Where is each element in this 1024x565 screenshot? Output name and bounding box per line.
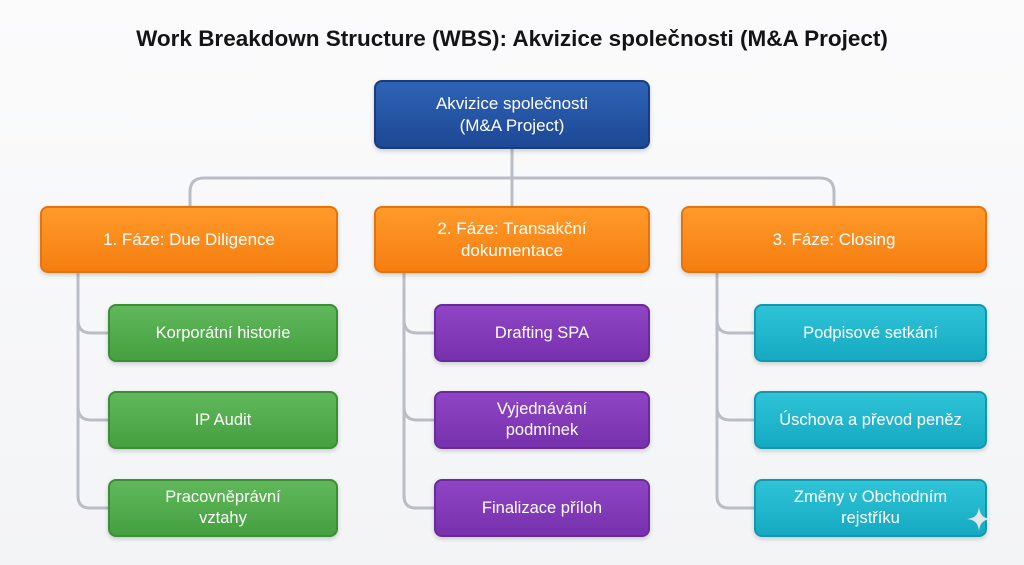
task-node-3-1: Podpisové setkání (754, 304, 987, 362)
connector-col3-spine (715, 271, 756, 510)
task-1-3-line1: Pracovněprávní (165, 488, 281, 507)
phase-node-3: 3. Fáze: Closing (681, 206, 987, 273)
phase-3-line1: 3. Fáze: Closing (772, 229, 896, 249)
task-node-1-3: Pracovněprávní vztahy (108, 479, 338, 537)
phase-node-1: 1. Fáze: Due Diligence (40, 206, 338, 273)
task-node-3-2: Úschova a převod peněz (754, 391, 987, 449)
phase-node-2: 2. Fáze: Transakční dokumentace (374, 206, 650, 273)
task-node-3-3: Změny v Obchodním rejstříku (754, 479, 987, 537)
sparkle-icon (966, 506, 992, 532)
task-node-2-1: Drafting SPA (434, 304, 650, 362)
root-line2: (M&A Project) (459, 115, 565, 135)
task-3-3-line1: Změny v Obchodním (793, 488, 948, 507)
task-1-3-line2: vztahy (199, 509, 247, 527)
task-3-2-line1: Úschova a převod peněz (779, 410, 962, 429)
task-2-2-line2: podmínek (505, 421, 579, 439)
task-2-1-line1: Drafting SPA (494, 323, 590, 342)
connector-col1-task1 (76, 318, 110, 335)
connector-col3-task1 (715, 318, 756, 335)
task-3-3-line2: rejstříku (841, 509, 900, 527)
task-2-2-line1: Vyjednávání (496, 400, 588, 419)
connector-col1-spine (76, 271, 110, 510)
root-node: Akvizice společnosti (M&A Project) (374, 80, 650, 149)
task-3-1-line1: Podpisové setkání (803, 323, 938, 342)
phase-2-line2: dokumentace (460, 240, 564, 260)
root-line1: Akvizice společnosti (435, 94, 589, 114)
connector-col2-spine (402, 271, 436, 510)
connector-col2-task2 (402, 405, 436, 422)
connector-col3-task2 (715, 405, 756, 422)
task-node-1-2: IP Audit (108, 391, 338, 449)
phase-2-line1: 2. Fáze: Transakční (437, 219, 587, 239)
task-node-2-2: Vyjednávání podmínek (434, 391, 650, 449)
task-node-2-3: Finalizace příloh (434, 479, 650, 537)
page-title: Work Breakdown Structure (WBS): Akvizice… (136, 26, 888, 51)
connector-col2-task1 (402, 318, 436, 335)
task-2-3-line1: Finalizace příloh (481, 498, 603, 517)
task-node-1-1: Korporátní historie (108, 304, 338, 362)
task-1-1-line1: Korporátní historie (155, 323, 291, 342)
connector-col1-task2 (76, 405, 110, 422)
task-1-2-line1: IP Audit (194, 410, 252, 429)
phase-1-line1: 1. Fáze: Due Diligence (103, 229, 275, 249)
